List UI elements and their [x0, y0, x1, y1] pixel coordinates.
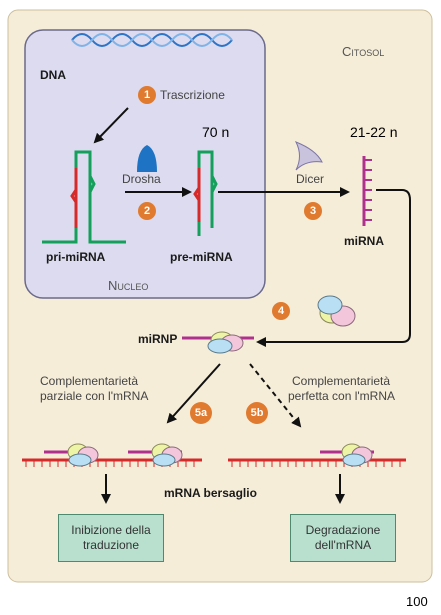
target-mrna-partial — [22, 443, 202, 467]
partial-pathway-arrow — [166, 363, 221, 424]
translation-inhibition-line2: traduzione — [82, 538, 140, 552]
mrna-degradation-line1: Degradazione — [305, 523, 381, 537]
step-2-badge: 2 — [138, 202, 156, 220]
step-5b-badge: 5b — [246, 402, 268, 424]
step-3-badge: 3 — [304, 202, 322, 220]
perfect-complementarity-line2: perfetta con l'mRNA — [288, 389, 395, 403]
pre-mirna-label: pre-miRNA — [170, 250, 233, 264]
target-mrna-perfect — [228, 443, 406, 467]
partial-complementarity-line1: Complementarietà — [40, 374, 139, 388]
drosha-enzyme — [137, 145, 157, 172]
translation-inhibition-box: Inibizione della traduzione — [58, 514, 164, 562]
pri-mirna-hairpin — [42, 150, 126, 244]
mirnp-label: miRNP — [138, 332, 178, 346]
mrna-degradation-box: Degradazione dell'mRNA — [290, 514, 396, 562]
step-5a-badge: 5a — [190, 402, 212, 424]
mature-mirna-duplex — [362, 156, 372, 226]
pre-mirna-length: 70 n — [202, 124, 230, 140]
pre-mirna-hairpin — [193, 150, 218, 236]
page-number: 100 — [406, 594, 428, 609]
perfect-pathway-arrow — [249, 363, 302, 428]
target-mrna-label: mRNA bersaglio — [164, 486, 257, 500]
dna-helix — [71, 33, 233, 47]
nucleus-label: Nucleo — [108, 278, 149, 293]
mrna-degradation-line2: dell'mRNA — [314, 538, 372, 552]
dna-label: DNA — [40, 68, 66, 82]
mirna-label: miRNA — [344, 234, 385, 248]
step-4-badge: 4 — [272, 302, 290, 320]
mature-mirna-length: 21-22 n — [350, 124, 398, 140]
drosha-label: Drosha — [122, 172, 161, 186]
translation-inhibition-line1: Inibizione della — [71, 523, 151, 537]
transcription-arrow — [93, 107, 129, 144]
perfect-complementarity-line1: Complementarietà — [292, 374, 391, 388]
mirnp-complex — [182, 331, 254, 354]
dicer-label: Dicer — [296, 172, 325, 186]
assembly-arrow — [256, 189, 411, 347]
transcription-label: Trascrizione — [160, 88, 225, 102]
pri-mirna-label: pri-miRNA — [46, 250, 106, 264]
dicer-enzyme — [294, 141, 323, 171]
risc-proteins — [317, 295, 356, 327]
step-1-badge: 1 — [138, 86, 156, 104]
partial-complementarity-line2: parziale con l'mRNA — [40, 389, 149, 403]
cytosol-label: Citosol — [342, 44, 385, 59]
